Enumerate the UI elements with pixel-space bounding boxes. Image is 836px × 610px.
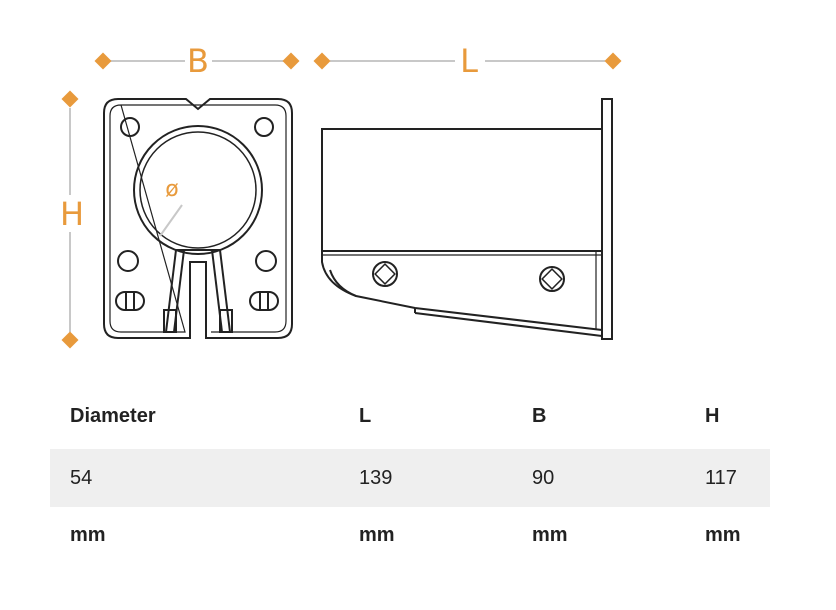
header-h: H <box>705 404 720 427</box>
unit-b: mm <box>532 523 568 546</box>
value-l: 139 <box>339 449 512 507</box>
length-dimension: L <box>313 42 622 80</box>
mounting-hole <box>117 250 139 272</box>
dimension-marker <box>282 52 300 70</box>
front-view <box>103 98 293 339</box>
bolt <box>539 266 565 292</box>
mounting-plate <box>601 98 613 340</box>
slot-hole <box>249 291 279 311</box>
diameter-leader <box>159 204 183 237</box>
dimension-marker <box>604 52 622 70</box>
value-b: 90 <box>512 449 685 507</box>
height-label: H <box>60 195 84 233</box>
tube-body <box>321 128 603 252</box>
table-header-row: Diameter L B H <box>50 383 770 449</box>
length-label: L <box>460 42 478 80</box>
table-row: 54 139 90 117 <box>50 449 770 507</box>
bolt <box>372 261 398 287</box>
bracket-technical-drawing: B L H ø <box>60 42 622 349</box>
value-diameter: 54 <box>50 449 339 507</box>
spec-table: Diameter L B H 54 139 90 117 mm mm mm mm <box>50 383 770 563</box>
slot-hole <box>115 291 145 311</box>
mounting-hole <box>120 117 140 137</box>
dimension-marker <box>61 90 79 108</box>
header-diameter: Diameter <box>70 404 156 427</box>
height-dimension: H <box>60 90 84 349</box>
pipe-clamp-outer <box>133 125 263 255</box>
pipe-clamp-inner <box>139 131 257 249</box>
mounting-hole <box>254 117 274 137</box>
value-h: 117 <box>685 449 770 507</box>
side-view <box>321 98 613 340</box>
unit-l: mm <box>359 523 395 546</box>
unit-h: mm <box>705 523 741 546</box>
dimension-marker <box>313 52 331 70</box>
table-row: mm mm mm mm <box>50 507 770 563</box>
width-dimension: B <box>94 42 300 80</box>
dimension-marker <box>94 52 112 70</box>
dimension-marker <box>61 331 79 349</box>
header-b: B <box>532 404 547 427</box>
width-label: B <box>187 42 209 80</box>
header-l: L <box>359 404 372 427</box>
diameter-label: ø <box>165 177 178 202</box>
unit-diameter: mm <box>70 523 106 546</box>
mounting-hole <box>255 250 277 272</box>
